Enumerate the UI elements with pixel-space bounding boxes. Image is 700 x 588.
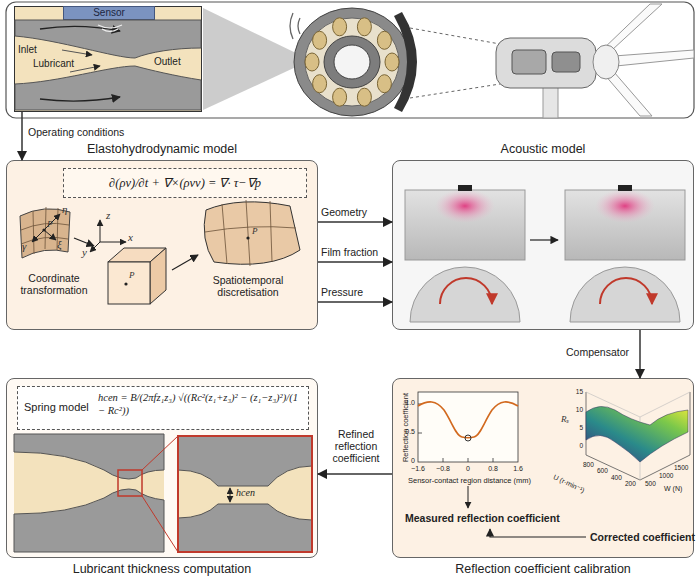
- connector-arrow: [639, 330, 641, 378]
- annotation-label: z: [106, 209, 110, 221]
- annotation-label: U (r·min⁻¹): [552, 473, 586, 494]
- annotation-label: −1.6: [406, 465, 430, 472]
- equation-box: ∂(ρv)/∂t + ∇×(ρvv) = ∇· τ−∇p: [63, 168, 307, 198]
- connector-arrow: [318, 261, 392, 263]
- annotation-label: P: [252, 226, 258, 236]
- sound-wave: [290, 13, 293, 39]
- annotation-label: 200: [625, 480, 636, 487]
- edge-label: Pressure: [321, 286, 391, 298]
- annotation-label: 600: [597, 467, 608, 474]
- annotation-label: Measured reflection coefficient: [405, 512, 560, 524]
- node-text: Lubricant thickness computation: [7, 562, 317, 576]
- tower: [543, 86, 558, 118]
- annotation-label: γ: [22, 240, 26, 252]
- roller: [313, 31, 327, 49]
- blade: [604, 72, 652, 116]
- roller: [377, 75, 391, 93]
- annotation-label: hcen: [236, 487, 255, 498]
- edge-label: Film fraction: [321, 246, 391, 258]
- annotation-label: 1.0: [400, 399, 415, 406]
- outer-ring: [294, 8, 410, 116]
- sound-wave: [298, 18, 300, 34]
- edge-label: Operating conditions: [28, 126, 124, 138]
- nacelle: [496, 38, 596, 88]
- wind-turbine: [410, 4, 694, 118]
- annotation-label: 0: [571, 442, 583, 449]
- annotation-label: y: [82, 246, 87, 258]
- node-text: Elastohydrodynamic model: [7, 142, 317, 156]
- computation-panel: Lubricant thickness computationSpring mo…: [6, 378, 318, 558]
- roller: [305, 53, 319, 71]
- bore: [334, 45, 370, 79]
- annotation-label: Corrected coefficient: [590, 531, 695, 543]
- generator: [552, 52, 580, 72]
- annotation-label: P: [129, 270, 135, 280]
- annotation-label: 15: [571, 388, 583, 395]
- connector-arrow: [21, 112, 23, 160]
- node-text: ∂(ρv)/∂t + ∇×(ρvv) = ∇· τ−∇p: [64, 175, 306, 191]
- roller: [377, 31, 391, 49]
- blade: [600, 4, 662, 52]
- annotation-label: W (N): [664, 485, 682, 492]
- annotation-label: 5: [571, 424, 583, 431]
- annotation-label: −0.8: [431, 465, 455, 472]
- blade: [614, 50, 694, 66]
- annotation-label: 1000: [659, 472, 673, 479]
- gearbox: [512, 50, 546, 74]
- annotation-label: 1500: [674, 464, 688, 471]
- contact-zoom-box: InletLubricant Outlet Sensor: [14, 6, 202, 112]
- edge-label: Refined reflection coefficient: [322, 428, 390, 464]
- node-text: Outlet: [154, 56, 181, 67]
- model-panel: Elastohydrodynamic model∂(ρv)/∂t + ∇×(ρv…: [6, 160, 318, 330]
- node-text: Acoustic model: [393, 142, 693, 156]
- annotation-label: Spatiotemporal discretisation: [192, 274, 304, 298]
- annotation-label: 0: [456, 465, 480, 472]
- annotation-label: 0: [400, 457, 415, 464]
- annotation-label: 0.8: [481, 465, 505, 472]
- connector-arrow: [318, 301, 392, 303]
- roller: [385, 53, 399, 71]
- panel-frame: [6, 2, 694, 118]
- roller: [357, 88, 371, 106]
- inner-ring: [324, 36, 380, 88]
- edge-label: Compensator: [566, 346, 629, 358]
- node-text: Spring model: [24, 401, 89, 413]
- annotation-label: Coordinate transformation: [8, 272, 100, 296]
- annotation-label: 800: [583, 461, 594, 468]
- race: [305, 18, 399, 106]
- hub: [593, 45, 619, 79]
- equation-box: Spring model hcen = B/(2πfz₁z₃) √((Rc²(z₁…: [17, 386, 309, 430]
- model-panel: Acoustic model: [392, 160, 694, 330]
- annotation-label: 0.5: [400, 428, 415, 435]
- roller: [313, 75, 327, 93]
- annotation-label: 10: [571, 406, 583, 413]
- connector-arrow: [318, 473, 392, 475]
- annotation-label: ξ: [57, 238, 62, 250]
- node-text: hcen = B/(2πfz₁z₃) √((Rc²(z₁+z₃)² − (z₁−…: [98, 391, 304, 417]
- node-text: Lubricant: [33, 58, 74, 69]
- roller: [333, 18, 347, 36]
- edge-label: Geometry: [321, 206, 391, 218]
- roller: [357, 18, 371, 36]
- annotation-label: Rₛ: [561, 412, 570, 425]
- roller: [333, 88, 347, 106]
- annotation-label: 1.6: [506, 465, 530, 472]
- sensor-box: Sensor: [63, 6, 155, 20]
- zoom-line: [410, 28, 500, 44]
- annotation-label: 500: [645, 480, 656, 487]
- connector-arrow: [318, 221, 392, 223]
- outer-ring-section: [394, 12, 417, 112]
- node-text: Reflection coefficient calibration: [393, 562, 693, 576]
- annotation-label: 400: [611, 474, 622, 481]
- node-text: Inlet: [18, 44, 37, 55]
- zoom-line: [410, 84, 500, 98]
- bearing-illustration: [290, 8, 417, 116]
- annotation-label: η: [62, 203, 67, 215]
- annotation-label: P: [47, 219, 53, 229]
- annotation-label: Sensor-contact region distance (mm): [408, 476, 528, 485]
- annotation-label: x: [128, 231, 133, 243]
- zoom-wedge: [203, 8, 298, 110]
- node-text: Sensor: [64, 7, 154, 19]
